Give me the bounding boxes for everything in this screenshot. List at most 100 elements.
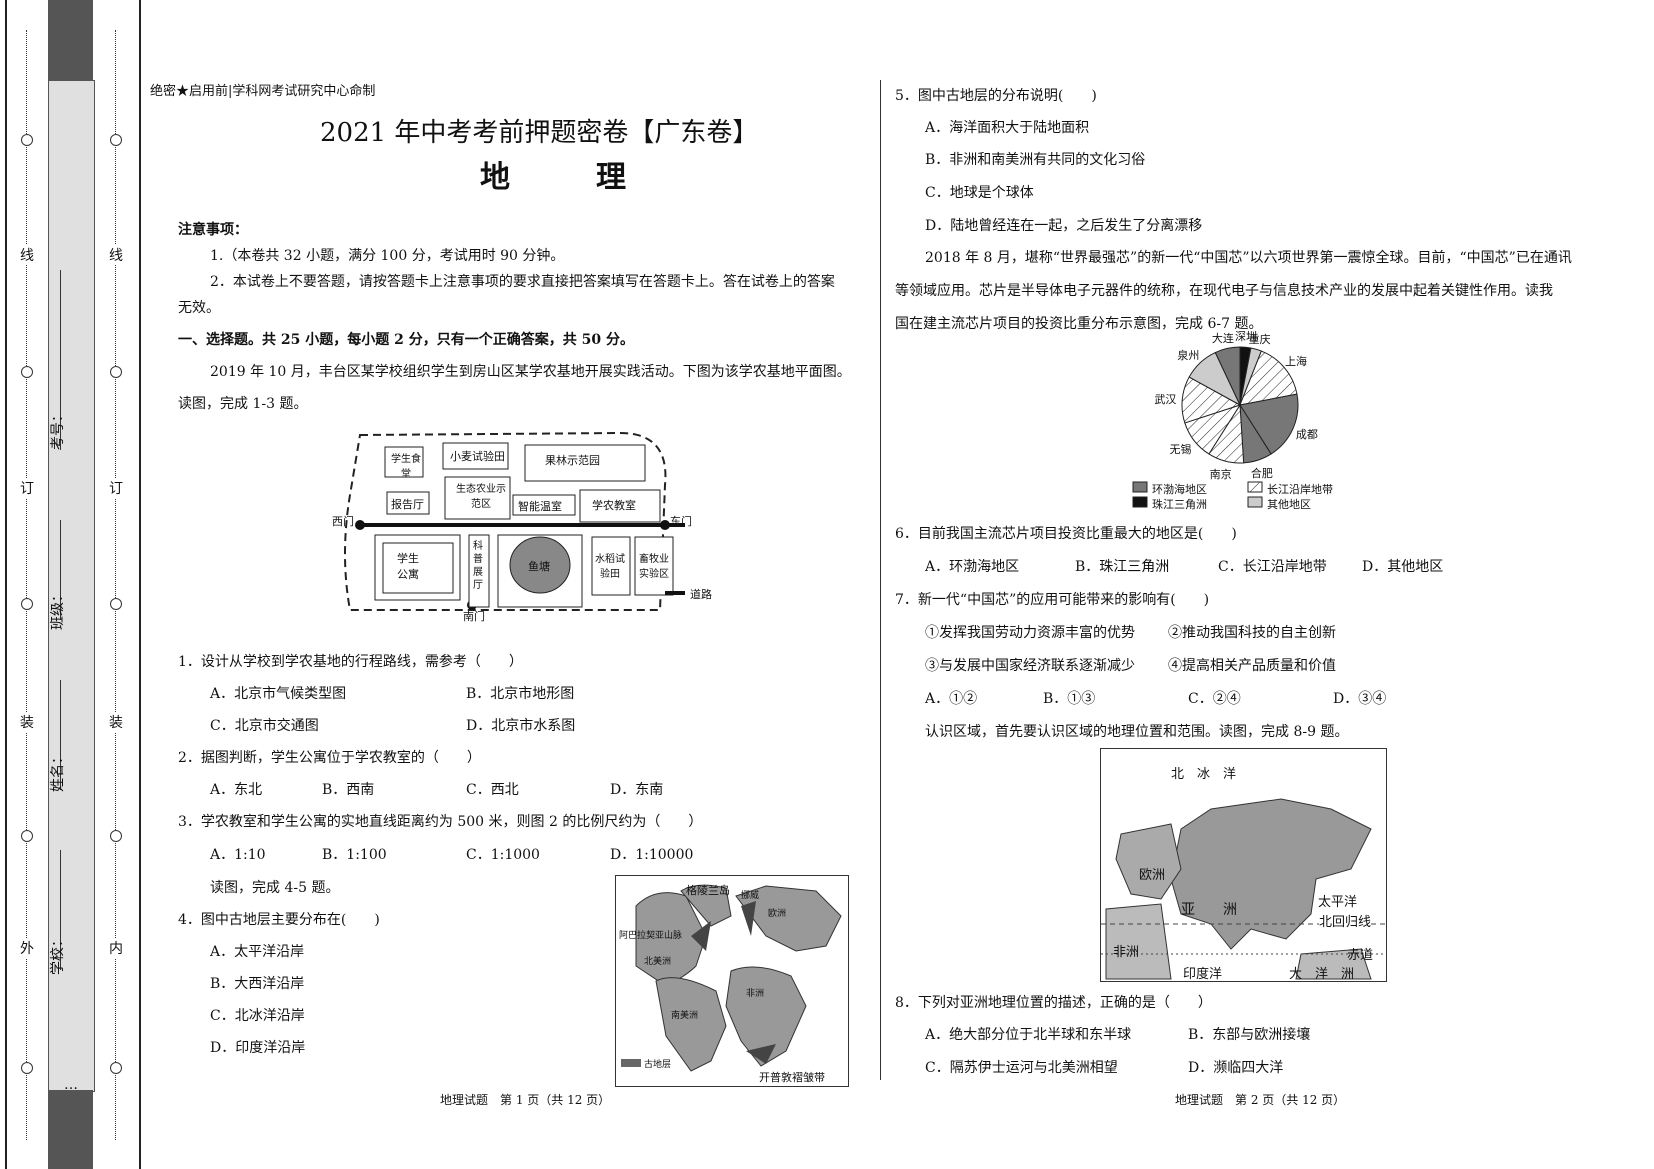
legend-pearl: 珠江三角洲: [1152, 498, 1207, 511]
pie-label-9: 大连: [1211, 331, 1234, 345]
q1-stem: 1．设计从学校到学农基地的行程路线，需参考（ ）: [178, 654, 523, 670]
pie-label-6: 无锡: [1169, 442, 1192, 456]
q2-option-d[interactable]: D．东南: [610, 782, 664, 798]
q8-option-d[interactable]: D．濒临四大洋: [1188, 1060, 1284, 1076]
map-africa: 非洲: [746, 989, 765, 999]
pie-label-0: 深圳: [1234, 330, 1257, 344]
outer-cut-line: [26, 30, 27, 1140]
map-pacific: 太平洋: [1318, 895, 1358, 910]
q5-option-a[interactable]: A．海洋面积大于陆地面积: [925, 120, 1090, 136]
map-norway: 挪威: [741, 891, 760, 901]
page-divider: [880, 80, 881, 1080]
map-pond: 鱼塘: [528, 560, 550, 573]
map-europe: 欧洲: [768, 909, 787, 919]
outer-char-fold: 装: [17, 712, 37, 732]
q4-option-a[interactable]: A．太平洋沿岸: [210, 944, 305, 960]
notes-item-2: 2．本试卷上不要答题，请按答题卡上注意事项的要求直接把答案填写在答题卡上。答在试…: [210, 274, 835, 290]
pie-slice-3: [1239, 393, 1299, 455]
pie-label-4: 合肥: [1250, 466, 1273, 480]
map-road: 道路: [690, 588, 712, 601]
q2-option-b[interactable]: B．西南: [322, 782, 375, 798]
name-field[interactable]: [60, 680, 83, 790]
school-field[interactable]: [60, 850, 83, 970]
outer-char-line: 线: [17, 245, 37, 265]
inner-char-in: 内: [106, 938, 126, 958]
q5-stem: 5．图中古地层的分布说明( ): [895, 88, 1097, 104]
map-south-america: 南美洲: [671, 1011, 699, 1021]
farm-base-map: [344, 431, 685, 611]
q6-option-b[interactable]: B．珠江三角洲: [1075, 559, 1170, 575]
q5-option-d[interactable]: D．陆地曾经连在一起，之后发生了分离漂移: [925, 218, 1203, 234]
binding-margin: 线 订 装 外 线 订 装 内 考号： 班级： 姓名： 学校： …: [0, 0, 141, 1169]
q5-option-c[interactable]: C．地球是个球体: [925, 185, 1034, 201]
intro-6-line-2: 等领域应用。芯片是半导体电子元器件的统称，在现代电子与信息技术产业的发展中起着关…: [895, 283, 1553, 299]
map-north-america: 北美洲: [644, 957, 672, 967]
map-greenhouse: 智能温室: [518, 500, 562, 513]
name-label: 姓名：: [50, 750, 66, 792]
intro-1-line-1: 2019 年 10 月，丰台区某学校组织学生到房山区某学农基地开展实践活动。下图…: [210, 364, 851, 380]
map-dorm: 学生公寓: [397, 552, 419, 581]
inner-cut-line: [115, 30, 116, 1140]
pie-label-8: 泉州: [1177, 348, 1200, 362]
school-label: 学校：: [50, 933, 66, 975]
map-canteen: 学生食堂: [391, 454, 421, 480]
pie-label-5: 南京: [1209, 467, 1232, 481]
intro-4-5: 读图，完成 4-5 题。: [210, 880, 340, 896]
map-cape-fold: 开普敦褶皱带: [759, 1071, 825, 1084]
q4-stem: 4．图中古地层主要分布在( ): [178, 912, 380, 928]
section-heading: 一、选择题。共 25 小题，每小题 2 分，只有一个正确答案，共 50 分。: [178, 332, 634, 348]
q4-option-b[interactable]: B．大西洋沿岸: [210, 976, 305, 992]
info-strip: [48, 80, 95, 1092]
q1-option-b[interactable]: B．北京市地形图: [466, 686, 575, 702]
map-rice: 水稻试验田: [595, 554, 625, 580]
q7-option-c[interactable]: C．②④: [1188, 691, 1241, 707]
q3-option-c[interactable]: C．1:1000: [466, 847, 540, 863]
pie-slice-2: [1239, 350, 1298, 406]
class-field[interactable]: [60, 520, 83, 620]
q7-option-a[interactable]: A．①②: [925, 691, 978, 707]
q6-option-a[interactable]: A．环渤海地区: [925, 559, 1020, 575]
subject-title: 地 理: [480, 160, 654, 195]
q3-stem: 3．学农教室和学生公寓的实地直线距离约为 500 米，则图 2 的比例尺约为（ …: [178, 814, 703, 830]
q7-statement-2: ②推动我国科技的自主创新: [1168, 625, 1336, 641]
map-europe-label: 欧洲: [1139, 868, 1166, 883]
exam-id-label: 考号：: [50, 408, 66, 450]
intro-1-line-2: 读图，完成 1-3 题。: [178, 396, 308, 412]
map-wheat: 小麦试验田: [450, 450, 505, 463]
q1-option-d[interactable]: D．北京市水系图: [466, 718, 576, 734]
q3-option-d[interactable]: D．1:10000: [610, 847, 694, 863]
q6-option-c[interactable]: C．长江沿岸地带: [1218, 559, 1327, 575]
map-tropic: 北回归线: [1319, 911, 1372, 930]
chip-investment-pie: [1132, 346, 1299, 508]
q7-option-b[interactable]: B．①③: [1043, 691, 1096, 707]
q2-option-a[interactable]: A．东北: [210, 782, 263, 798]
q8-option-b[interactable]: B．东部与欧洲接壤: [1188, 1027, 1311, 1043]
q8-option-a[interactable]: A．绝大部分位于北半球和东半球: [925, 1027, 1132, 1043]
map-africa-label: 非洲: [1113, 945, 1140, 960]
exam-id-field[interactable]: [60, 270, 83, 450]
q5-option-b[interactable]: B．非洲和南美洲有共同的文化习俗: [925, 152, 1146, 168]
q8-option-c[interactable]: C．隔苏伊士运河与北美洲相望: [925, 1060, 1118, 1076]
q7-statement-1: ①发挥我国劳动力资源丰富的优势: [925, 625, 1135, 641]
q7-stem: 7．新一代“中国芯”的应用可能带来的影响有( ): [895, 592, 1210, 608]
q6-option-d[interactable]: D．其他地区: [1362, 559, 1444, 575]
q4-option-d[interactable]: D．印度洋沿岸: [210, 1040, 306, 1056]
pie-label-3: 成都: [1295, 427, 1318, 441]
q7-option-d[interactable]: D．③④: [1333, 691, 1387, 707]
legend-bohai: 环渤海地区: [1152, 483, 1207, 496]
inner-char-line: 线: [106, 245, 126, 265]
pie-label-7: 武汉: [1154, 393, 1177, 407]
q8-stem: 8．下列对亚洲地理位置的描述，正确的是（ ）: [895, 995, 1212, 1011]
q2-option-c[interactable]: C．西北: [466, 782, 519, 798]
q4-option-c[interactable]: C．北冰洋沿岸: [210, 1008, 305, 1024]
map-south-gate: 南门: [463, 610, 485, 623]
map-arctic: 北 冰 洋: [1171, 767, 1237, 782]
q3-option-b[interactable]: B．1:100: [322, 847, 387, 863]
map-greenland: 格陵兰岛: [686, 884, 730, 897]
q1-option-a[interactable]: A．北京市气候类型图: [210, 686, 347, 702]
map-appalachian: 阿巴拉契亚山脉: [619, 931, 683, 941]
q1-option-c[interactable]: C．北京市交通图: [210, 718, 319, 734]
exam-title: 2021 年中考考前押题密卷【广东卷】: [320, 118, 759, 148]
secret-label: 绝密★启用前|学科网考试研究中心命制: [150, 84, 376, 99]
q3-option-a[interactable]: A．1:10: [210, 847, 266, 863]
